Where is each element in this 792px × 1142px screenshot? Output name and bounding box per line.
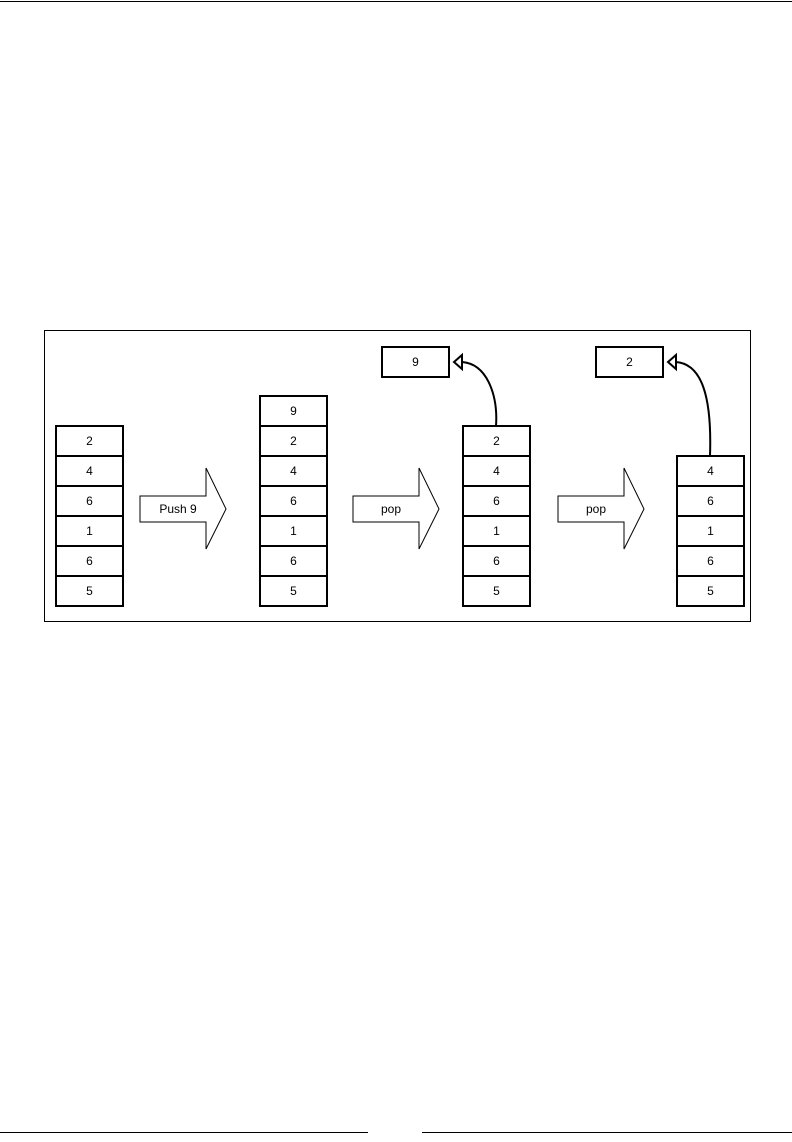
stack-cell-value: 5: [86, 584, 93, 598]
stack-cell-value: 6: [290, 494, 297, 508]
stack-cell-value: 1: [290, 524, 297, 538]
stack-cell-value: 5: [290, 584, 297, 598]
footer-rule-left: [0, 1132, 368, 1133]
stack-cell: [462, 485, 531, 517]
pop-curve-arrow: [675, 361, 712, 457]
stack-cell: [259, 545, 328, 577]
stack-cell: [55, 575, 124, 607]
stack-cell-value: 6: [86, 554, 93, 568]
stack-cell-value: 1: [493, 524, 500, 538]
popped-value: 2: [626, 355, 633, 369]
stack-cell: [55, 515, 124, 547]
stack-cell-value: 6: [290, 554, 297, 568]
stack-3: 2 4 6 1 6 5: [462, 425, 531, 607]
stack-cell-value: 1: [707, 524, 714, 538]
stack-cell: [259, 575, 328, 607]
footer-rule-right: [422, 1132, 792, 1133]
stack-cell-value: 2: [493, 434, 500, 448]
stack-cell-value: 5: [493, 584, 500, 598]
operation-label: Push 9: [159, 502, 197, 516]
operation-arrow: [557, 467, 645, 550]
stack-cell-value: 5: [707, 584, 714, 598]
pop-arrowhead-icon: [452, 352, 463, 372]
stack-cell: [676, 575, 745, 607]
popped-value: 9: [412, 355, 419, 369]
stack-cell: [259, 485, 328, 517]
operation-label: pop: [381, 502, 401, 516]
stack-2: 9 2 4 6 1 6 5: [259, 395, 328, 607]
stack-cell: [259, 425, 328, 457]
popped-value-box: [381, 346, 450, 378]
operation-arrow: [139, 467, 227, 550]
stack-cell-value: 2: [86, 434, 93, 448]
stack-cell-value: 6: [493, 494, 500, 508]
stack-cell: [676, 545, 745, 577]
top-rule: [0, 1, 792, 2]
stack-cell-value: 6: [707, 494, 714, 508]
stack-cell: [259, 515, 328, 547]
stack-1: 2 4 6 1 6 5: [55, 425, 124, 607]
stack-cell: [462, 575, 531, 607]
stack-cell-value: 2: [290, 434, 297, 448]
stack-cell-value: 4: [86, 464, 93, 478]
stack-cell-value: 4: [707, 464, 714, 478]
pop-curve-arrow: [461, 361, 498, 427]
stack-4: 4 6 1 6 5: [676, 455, 745, 607]
popped-value-box: [595, 346, 664, 378]
stack-cell-value: 9: [290, 404, 297, 418]
stack-cell-value: 4: [290, 464, 297, 478]
stack-cell-value: 6: [493, 554, 500, 568]
stack-cell-value: 6: [86, 494, 93, 508]
stack-cell-value: 1: [86, 524, 93, 538]
stack-cell-value: 4: [493, 464, 500, 478]
stack-cell: [462, 515, 531, 547]
stack-cell: [676, 485, 745, 517]
operation-arrow: [352, 467, 440, 550]
stack-cell: [676, 515, 745, 547]
operation-label: pop: [586, 502, 606, 516]
pop-arrowhead-icon: [666, 352, 677, 372]
stack-cell-value: 6: [707, 554, 714, 568]
